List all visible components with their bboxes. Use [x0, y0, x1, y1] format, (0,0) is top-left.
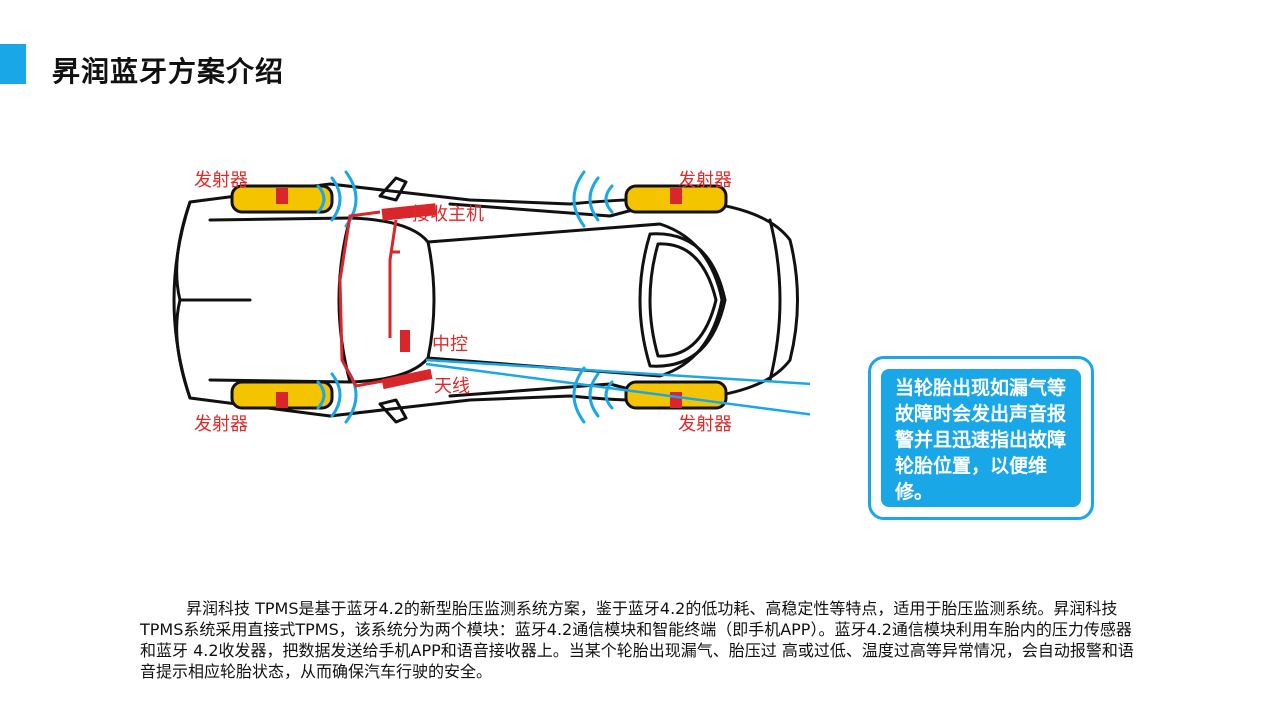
callout-box: 当轮胎出现如漏气等故障时会发出声音报警并且迅速指出故障轮胎位置，以便维修。 — [868, 356, 1094, 520]
receiver-unit — [381, 203, 437, 221]
label-transmitter-front-right: 发射器 — [678, 170, 732, 191]
tire-front-left — [230, 184, 334, 214]
tire-rear-right — [624, 380, 728, 410]
callout-leader-line — [425, 358, 810, 416]
label-console: 中控 — [432, 334, 468, 355]
signal-wave-icon — [604, 380, 614, 410]
antenna-unit — [381, 368, 433, 390]
title-accent-bar — [0, 44, 26, 84]
wiring-harness — [338, 210, 411, 388]
signal-wave-icon — [316, 380, 326, 410]
console-unit — [400, 330, 410, 352]
page-title: 昇润蓝牙方案介绍 — [52, 55, 285, 88]
mirror-left — [378, 176, 408, 202]
description-paragraph: 昇润科技 TPMS是基于蓝牙4.2的新型胎压监测系统方案，鉴于蓝牙4.2的低功耗… — [140, 599, 1134, 681]
signal-wave-icon — [604, 184, 614, 214]
label-antenna: 天线 — [434, 376, 470, 397]
rear-window — [638, 232, 727, 368]
tire-front-right — [230, 380, 334, 410]
windshield — [337, 216, 436, 384]
callout-text: 当轮胎出现如漏气等故障时会发出声音报警并且迅速指出故障轮胎位置，以便维修。 — [881, 369, 1081, 507]
car-diagram — [172, 170, 810, 424]
label-receiver: 接收主机 — [412, 204, 484, 225]
label-transmitter-rear-right: 发射器 — [678, 414, 732, 435]
label-transmitter-front-left: 发射器 — [194, 170, 248, 191]
label-transmitter-rear-left: 发射器 — [194, 414, 248, 435]
mirror-right — [378, 398, 408, 424]
signal-wave-icon — [316, 184, 326, 214]
roof-outline — [426, 222, 724, 378]
tire-rear-left — [624, 184, 728, 214]
rear-window-inner — [648, 242, 718, 358]
